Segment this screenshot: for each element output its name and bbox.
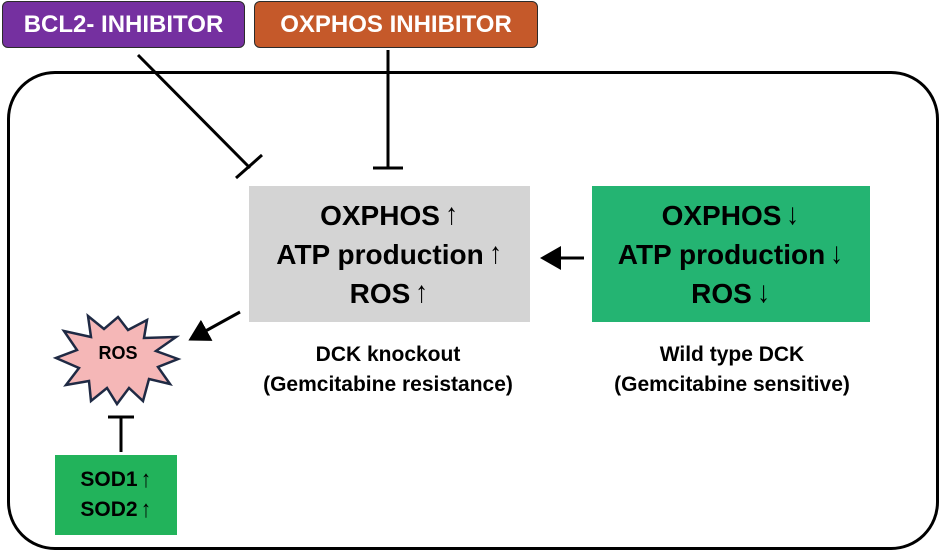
down-arrow-icon: ↓ [756,276,770,309]
bcl2-inhibition-line [136,53,252,170]
ko-oxphos-label: OXPHOS [320,199,440,231]
bcl2-inhibition-bar-icon [235,153,263,180]
cell-boundary [7,71,939,550]
wt-ros-line: ROS ↓ [691,274,771,313]
ko-atp-label: ATP production [276,238,484,270]
sod2-line: SOD2 ↑ [80,495,151,525]
ko-oxphos-line: OXPHOS ↑ [320,196,459,235]
ko-caption-title: DCK knockout [315,343,461,366]
up-arrow-icon: ↑ [140,466,151,493]
wt-atp-line: ATP production ↓ [618,235,844,274]
dck-knockout-box: OXPHOS ↑ ATP production ↑ ROS ↑ [249,186,530,322]
wild-type-caption: Wild type DCK (Gemcitabine sensitive) [572,340,892,400]
sod2-label: SOD2 [80,498,138,521]
sod-box: SOD1 ↑ SOD2 ↑ [55,455,177,535]
up-arrow-icon: ↑ [140,496,151,523]
down-arrow-icon: ↓ [786,198,800,231]
ros-starburst-icon [52,313,182,407]
sod1-line: SOD1 ↑ [80,465,151,495]
up-arrow-icon: ↑ [445,198,458,231]
down-arrow-icon: ↓ [830,237,844,270]
up-arrow-icon: ↑ [488,237,502,270]
wt-caption-subtitle: (Gemcitabine sensitive) [614,373,850,396]
ko-caption-subtitle: (Gemcitabine resistance) [263,373,513,396]
wt-ros-label: ROS [691,277,752,309]
bcl2-inhibitor-label: BCL2- INHIBITOR [2,1,245,48]
wt-oxphos-line: OXPHOS ↓ [662,196,801,235]
up-arrow-icon: ↑ [415,276,429,309]
ros-burst-label: ROS [98,343,138,363]
knockout-to-ros-arrow [188,310,241,341]
wild-type-box: OXPHOS ↓ ATP production ↓ ROS ↓ [592,186,870,322]
ko-ros-label: ROS [349,277,411,309]
dck-knockout-caption: DCK knockout (Gemcitabine resistance) [218,340,558,400]
ko-ros-line: ROS ↑ [350,274,430,313]
ko-atp-line: ATP production ↑ [276,235,502,274]
wt-oxphos-label: OXPHOS [661,199,782,231]
sod1-label: SOD1 [80,468,138,491]
oxphos-inhibitor-label: OXPHOS INHIBITOR [254,1,538,48]
wt-caption-title: Wild type DCK [659,343,805,366]
wt-atp-label: ATP production [617,238,826,270]
